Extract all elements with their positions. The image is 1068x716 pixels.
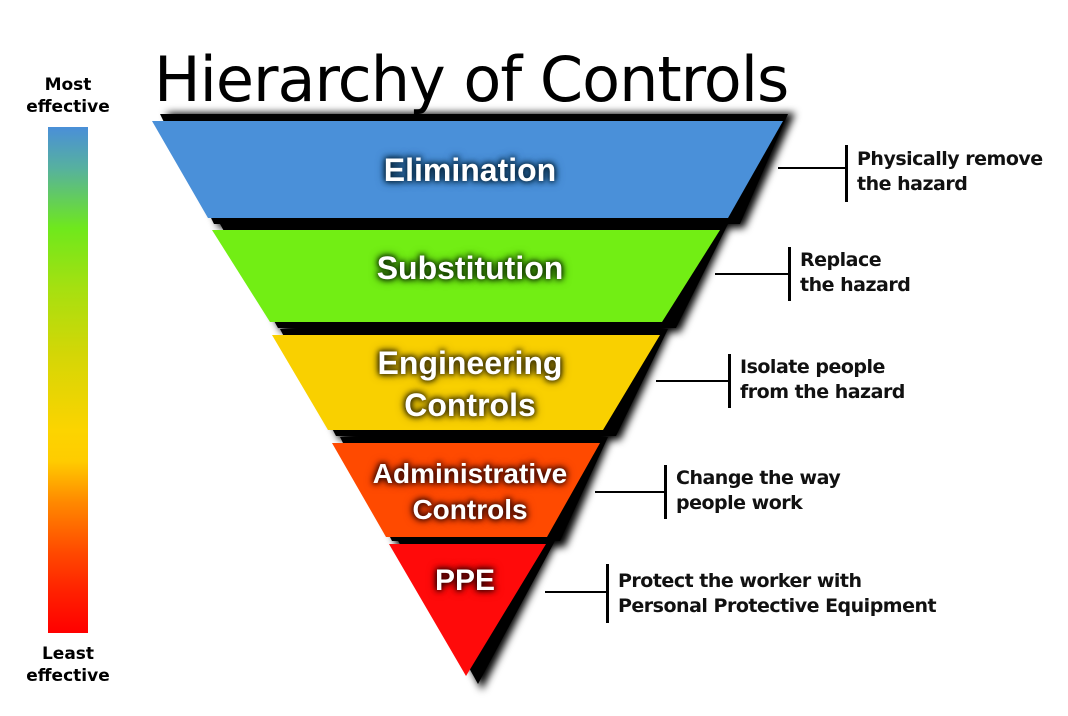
- page-title: Hierarchy of Controls: [154, 43, 789, 116]
- bracket-line: [728, 354, 731, 408]
- bracket-line: [606, 564, 609, 623]
- description-substitution: Replace the hazard: [800, 249, 911, 296]
- connector-line: [595, 491, 665, 493]
- bracket-line: [664, 465, 667, 519]
- least-effective-label: Least effective: [26, 644, 110, 686]
- label-elimination: Elimination: [383, 152, 557, 188]
- description-engineering-controls: Isolate people from the hazard: [740, 356, 905, 403]
- connector-line: [545, 591, 607, 593]
- band-substitution: [212, 230, 720, 322]
- connector-line: [778, 167, 846, 169]
- label-engineering-controls: Engineering Controls: [377, 345, 563, 423]
- bracket-line: [788, 247, 791, 301]
- band-ppe: [389, 544, 546, 676]
- band-engineering-controls: [272, 335, 660, 430]
- connector-line: [715, 273, 789, 275]
- band-elimination: [152, 121, 783, 218]
- description-ppe: Protect the worker with Personal Protect…: [618, 570, 937, 617]
- effectiveness-gradient-bar: [48, 127, 88, 633]
- label-ppe: PPE: [434, 564, 496, 597]
- most-effective-label: Most effective: [26, 75, 110, 117]
- bracket-line: [845, 145, 848, 202]
- label-administrative-controls: Administrative Controls: [372, 458, 568, 525]
- band-administrative-controls: [332, 443, 600, 537]
- description-elimination: Physically remove the hazard: [857, 148, 1043, 195]
- connector-line: [656, 380, 729, 382]
- label-substitution: Substitution: [376, 250, 564, 286]
- description-administrative-controls: Change the way people work: [676, 467, 841, 514]
